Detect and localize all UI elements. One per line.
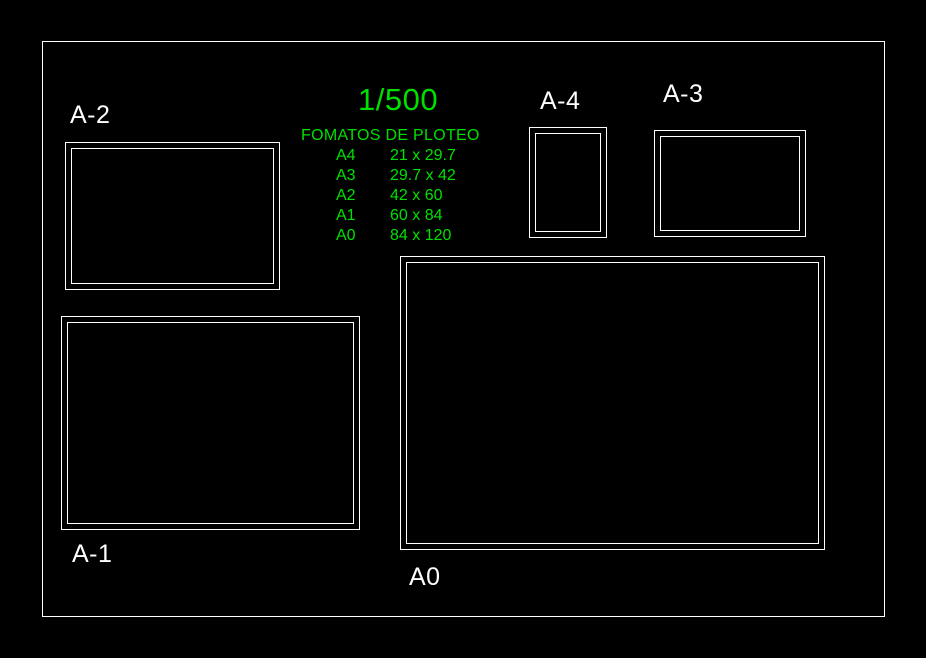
format-box-a1-label: A-1 (72, 540, 113, 568)
scale-label: 1/500 (358, 82, 439, 117)
format-box-a0-inner-frame (406, 262, 819, 544)
format-box-a0-label: A0 (409, 563, 441, 591)
plot-format-size: 60 x 84 (390, 207, 443, 224)
plot-format-name: A3 (336, 167, 356, 184)
format-box-a2-label: A-2 (70, 101, 111, 129)
plot-format-name: A0 (336, 227, 356, 244)
format-box-a3-label: A-3 (663, 80, 704, 108)
format-box-a2-inner-frame (71, 148, 274, 284)
format-box-a3-inner-frame (660, 136, 800, 231)
plot-format-name: A4 (336, 147, 356, 164)
plot-format-row: A1 60 x 84 (301, 206, 456, 226)
plot-format-name: A1 (336, 207, 356, 224)
format-box-a1[interactable] (61, 316, 360, 530)
format-box-a3[interactable] (654, 130, 806, 237)
plot-format-size: 21 x 29.7 (390, 147, 456, 164)
plot-format-size: 42 x 60 (390, 187, 443, 204)
format-box-a4-inner-frame (535, 133, 601, 232)
sheet-border (42, 41, 885, 617)
plot-formats-heading: FOMATOS DE PLOTEO (301, 127, 480, 144)
plot-format-size: 84 x 120 (390, 227, 452, 244)
plot-format-name: A2 (336, 187, 356, 204)
format-box-a4-label: A-4 (540, 87, 581, 115)
plot-format-row: A4 21 x 29.7 (301, 146, 456, 166)
plot-format-row: A0 84 x 120 (301, 226, 456, 246)
format-box-a0[interactable] (400, 256, 825, 550)
plot-format-row: A2 42 x 60 (301, 186, 456, 206)
plot-format-size: 29.7 x 42 (390, 167, 456, 184)
format-box-a1-inner-frame (67, 322, 354, 524)
format-box-a4[interactable] (529, 127, 607, 238)
format-box-a2[interactable] (65, 142, 280, 290)
plot-format-row: A3 29.7 x 42 (301, 166, 456, 186)
